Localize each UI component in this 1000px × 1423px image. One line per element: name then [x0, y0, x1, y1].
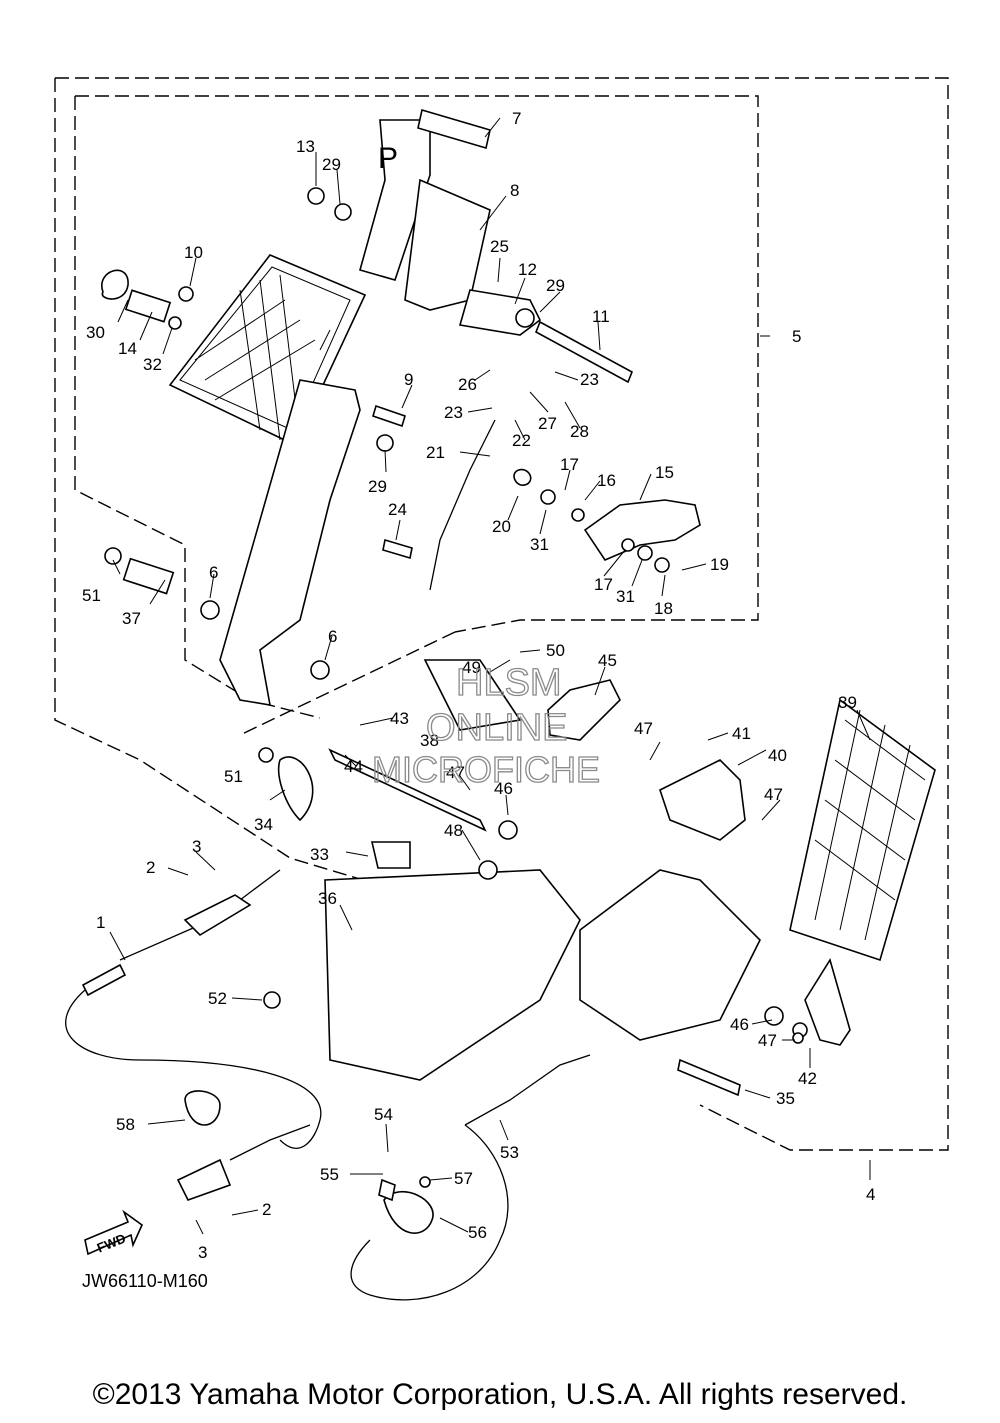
- callout-18: 18: [654, 599, 673, 618]
- hardware-parts: [101, 187, 701, 680]
- callout-15: 15: [655, 463, 674, 482]
- callout-17: 17: [594, 575, 613, 594]
- callout-12: 12: [518, 260, 537, 279]
- callout-41: 41: [732, 724, 751, 743]
- callout-45: 45: [598, 651, 617, 670]
- callout-23: 23: [580, 370, 599, 389]
- callout-30: 30: [86, 323, 105, 342]
- callout-2: 2: [262, 1200, 271, 1219]
- callout-24: 24: [388, 500, 407, 519]
- callout-10: 10: [184, 243, 203, 262]
- callout-35: 35: [776, 1089, 795, 1108]
- callout-14: 14: [118, 339, 137, 358]
- callout-36: 36: [318, 889, 337, 908]
- callout-47: 47: [634, 719, 653, 738]
- park-pedal-letter: P: [378, 142, 398, 175]
- callout-50: 50: [546, 641, 565, 660]
- callout-26: 26: [458, 375, 477, 394]
- callout-3: 3: [192, 837, 201, 856]
- callout-25: 25: [490, 237, 509, 256]
- callout-47: 47: [758, 1031, 777, 1050]
- callout-55: 55: [320, 1165, 339, 1184]
- callout-57: 57: [454, 1169, 473, 1188]
- callout-42: 42: [798, 1069, 817, 1088]
- callout-17: 17: [560, 455, 579, 474]
- callout-46: 46: [730, 1015, 749, 1034]
- callout-31: 31: [530, 535, 549, 554]
- callout-9: 9: [404, 370, 413, 389]
- cables: [65, 869, 591, 1301]
- callout-8: 8: [510, 181, 519, 200]
- watermark: HLSM ONLINE MICROFICHE: [371, 661, 600, 790]
- callout-29: 29: [546, 276, 565, 295]
- callout-33: 33: [310, 845, 329, 864]
- callout-3: 3: [198, 1243, 207, 1262]
- callout-31: 31: [616, 587, 635, 606]
- callout-40: 40: [768, 746, 787, 765]
- callout-6: 6: [328, 627, 337, 646]
- callout-47: 47: [764, 785, 783, 804]
- callout-11: 11: [592, 307, 610, 326]
- callout-labels: 1 2 2 3 3 4 5 6 6 7 8 9 10 11 12 13 14 1…: [82, 109, 875, 1262]
- callout-52: 52: [208, 989, 227, 1008]
- callout-20: 20: [492, 517, 511, 536]
- callout-56: 56: [468, 1223, 487, 1242]
- callout-51: 51: [224, 767, 243, 786]
- callout-51: 51: [82, 586, 101, 605]
- callout-53: 53: [500, 1143, 519, 1162]
- fwd-arrow-icon: FWD: [84, 1209, 143, 1256]
- watermark-line-2: ONLINE: [426, 707, 567, 749]
- copyright-notice: ©2013 Yamaha Motor Corporation, U.S.A. A…: [92, 1378, 908, 1411]
- callout-47: 47: [446, 763, 465, 782]
- accelerator-assembly: [258, 659, 936, 1097]
- watermark-line-1: HLSM: [456, 662, 562, 704]
- callout-58: 58: [116, 1115, 135, 1134]
- callout-23: 23: [444, 403, 463, 422]
- callout-29: 29: [322, 155, 341, 174]
- callout-5: 5: [792, 327, 801, 346]
- callout-22: 22: [512, 431, 531, 450]
- callout-46: 46: [494, 779, 513, 798]
- watermark-line-3: MICROFICHE: [372, 749, 600, 790]
- callout-39: 39: [838, 693, 857, 712]
- callout-19: 19: [710, 555, 729, 574]
- callout-7: 7: [512, 109, 521, 128]
- callout-37: 37: [122, 609, 141, 628]
- callout-28: 28: [570, 422, 589, 441]
- callout-1: 1: [96, 913, 105, 932]
- callout-6: 6: [209, 563, 218, 582]
- callout-49: 49: [462, 658, 481, 677]
- leader-lines: [109, 117, 871, 1235]
- callout-48: 48: [444, 821, 463, 840]
- callout-16: 16: [597, 471, 616, 490]
- callout-32: 32: [143, 355, 162, 374]
- callout-29: 29: [368, 477, 387, 496]
- callout-54: 54: [374, 1105, 393, 1124]
- callout-43: 43: [390, 709, 409, 728]
- callout-44: 44: [344, 757, 363, 776]
- callout-27: 27: [538, 414, 557, 433]
- callout-4: 4: [866, 1185, 875, 1204]
- callout-34: 34: [254, 815, 273, 834]
- parking-brake-pedal-assembly: [168, 108, 542, 706]
- diagram-code: JW66110-M160: [82, 1271, 208, 1291]
- callout-38: 38: [420, 731, 439, 750]
- callout-21: 21: [426, 443, 445, 462]
- callout-13: 13: [296, 137, 315, 156]
- callout-2: 2: [146, 858, 155, 877]
